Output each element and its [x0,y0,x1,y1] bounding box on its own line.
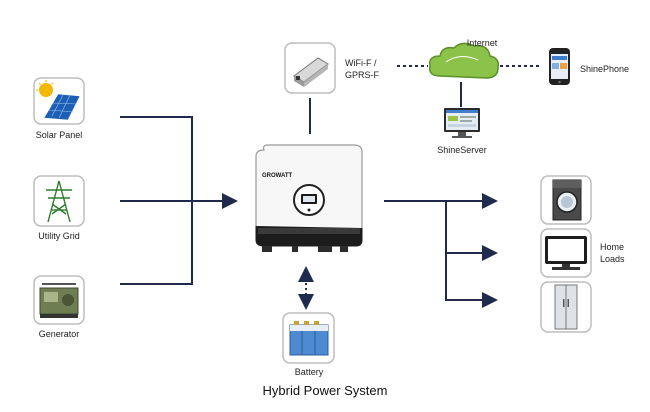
generator-label: Generator [38,329,80,339]
washer-card [540,175,592,225]
diagram-title: Hybrid Power System [262,383,388,398]
washing-machine-icon [552,179,582,221]
wifi-module-label-line1: WiFi-F / [345,58,377,68]
shinephone-icon [549,48,570,85]
utility-grid-label: Utility Grid [38,231,80,241]
home-loads-label-line1: Home [600,242,625,252]
inverter-display [293,184,325,216]
solar-panel-card [33,77,85,125]
load-arrow-fridge [445,201,498,308]
tv-icon [545,236,587,270]
battery-icon [289,321,329,356]
fridge-card [540,281,592,333]
wifi-module-card [284,42,336,94]
tv-card [540,228,592,278]
utility-grid-icon [46,180,72,223]
home-loads-label-line2: Loads [600,254,625,264]
inverter [255,144,363,252]
battery-label: Battery [294,367,324,377]
utility-grid-card [33,175,85,227]
wifi-module-icon [293,57,329,87]
shinephone-label: ShinePhone [580,64,630,74]
shineserver-label: ShineServer [437,145,487,155]
generator-icon [39,283,79,318]
inverter-brand-label: GROWATT [262,173,293,179]
battery-card [282,312,335,364]
generator-card [33,275,85,325]
load-connectors [384,193,498,308]
wifi-module-label-line2: GPRS-F [345,70,380,80]
refrigerator-icon [554,284,578,330]
shineserver-icon [444,108,480,138]
internet-cloud-icon [428,42,500,79]
internet-label: Internet [466,38,498,48]
solar-panel-label: Solar Panel [35,130,83,140]
source-connectors [120,116,238,285]
solar-panel-icon [36,80,81,121]
